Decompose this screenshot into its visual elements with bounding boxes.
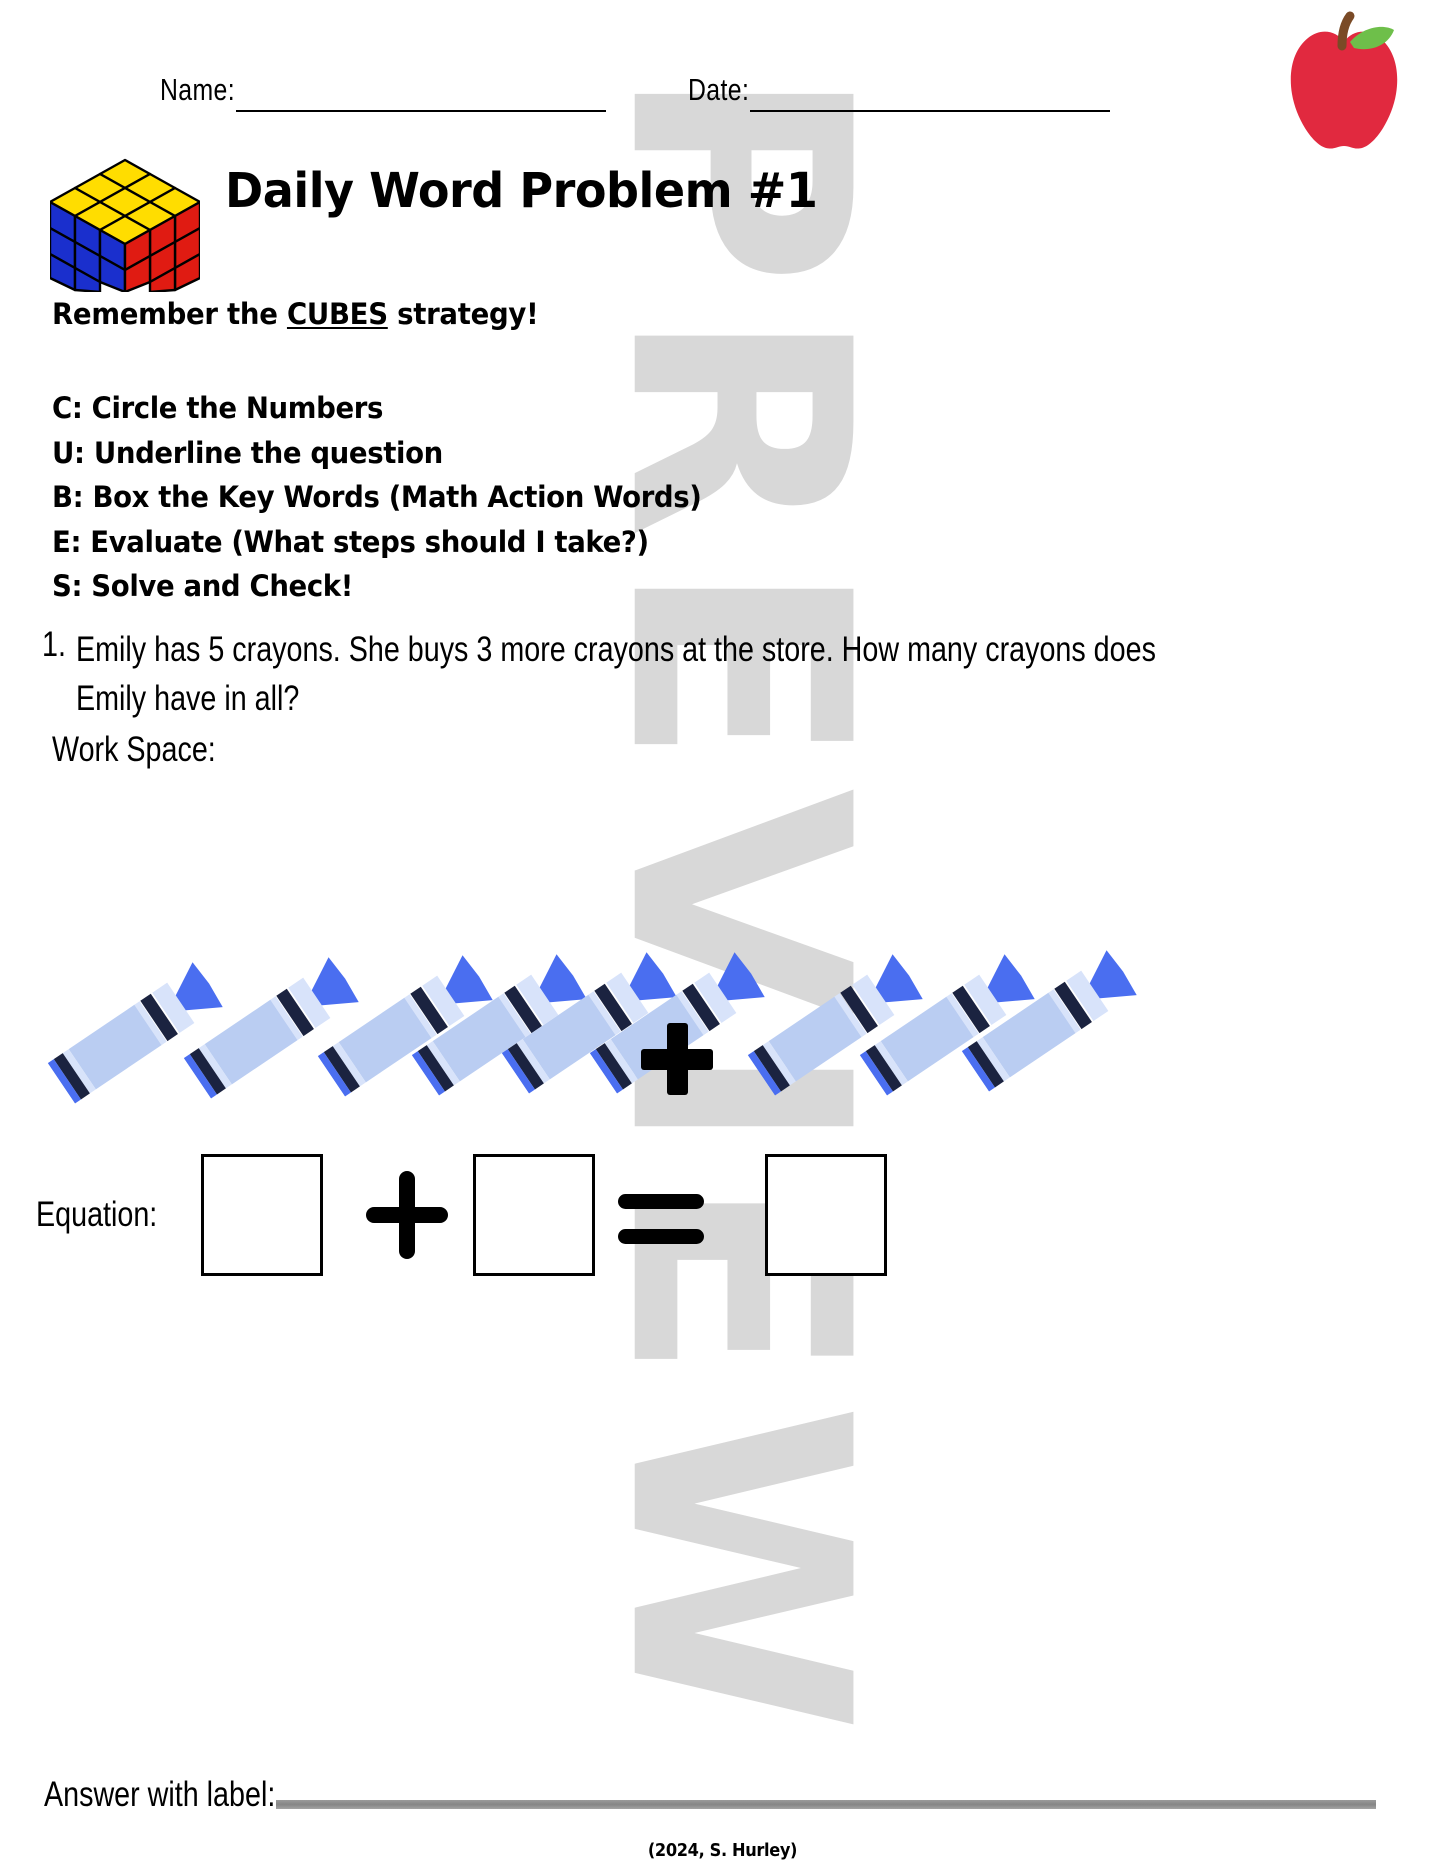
crayon-icon — [315, 951, 497, 1101]
crayon-icon — [745, 950, 927, 1100]
crayon-icon — [959, 946, 1141, 1096]
problem-number: 1. — [42, 625, 66, 664]
page-title: Daily Word Problem #1 — [225, 163, 818, 219]
equation-label: Equation: — [36, 1195, 158, 1234]
word-problem: 1. Emily has 5 crayons. She buys 3 more … — [42, 625, 1412, 723]
name-label: Name: — [160, 72, 236, 107]
equation-box-1[interactable] — [201, 1154, 323, 1276]
equation-equals-icon — [613, 1169, 709, 1261]
crayon-icon — [45, 958, 227, 1108]
date-group: Date: — [688, 70, 1111, 112]
equation-plus-icon — [359, 1169, 455, 1261]
problem-text: Emily has 5 crayons. She buys 3 more cra… — [76, 630, 1157, 718]
rubiks-cube-icon — [50, 158, 200, 292]
cubes-item-u: U: Underline the question — [52, 435, 443, 470]
name-group: Name: — [160, 70, 606, 112]
answer-input-line[interactable] — [276, 1800, 1377, 1809]
crayon-icon — [409, 950, 591, 1100]
cubes-item-e: E: Evaluate (What steps should I take?) — [52, 524, 649, 559]
strategy-intro: Remember the CUBES strategy! — [52, 297, 539, 331]
footer-credit: (2024, S. Hurley) — [647, 1840, 798, 1861]
cubes-item-c: C: Circle the Numbers — [52, 391, 383, 425]
cubes-strategy-list: C: Circle the Numbers U: Underline the q… — [52, 386, 736, 609]
plus-operator-icon — [641, 1023, 713, 1095]
crayon-icon — [857, 950, 1039, 1100]
cubes-item-s: S: Solve and Check! — [52, 569, 353, 603]
crayon-work-area — [0, 800, 1445, 1104]
strategy-intro-suffix: strategy! — [387, 297, 539, 331]
cubes-item-b: B: Box the Key Words (Math Action Words) — [52, 480, 702, 514]
answer-label: Answer with label: — [44, 1775, 276, 1814]
crayon-icon — [181, 953, 363, 1103]
workspace-label: Work Space: — [52, 730, 216, 769]
date-input-line[interactable] — [750, 70, 1111, 112]
crayon-icon — [587, 948, 769, 1098]
name-date-row: Name: Date: — [160, 70, 1220, 112]
equation-box-3[interactable] — [765, 1154, 887, 1276]
date-label: Date: — [687, 72, 750, 107]
crayon-icon — [499, 948, 681, 1098]
strategy-intro-prefix: Remember the — [52, 297, 287, 331]
equation-row: Equation: — [36, 1154, 887, 1276]
strategy-keyword: CUBES — [286, 297, 388, 331]
apple-icon — [1290, 11, 1398, 149]
equation-box-2[interactable] — [473, 1154, 595, 1276]
spacer — [606, 70, 688, 112]
name-input-line[interactable] — [235, 70, 606, 112]
answer-row: Answer with label: — [44, 1775, 1377, 1817]
